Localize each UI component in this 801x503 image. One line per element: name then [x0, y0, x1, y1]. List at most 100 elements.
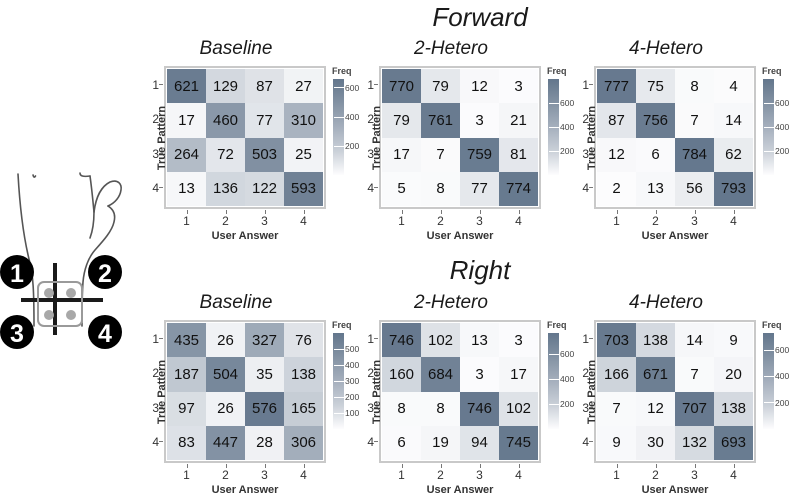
matrix-cell: 75: [636, 69, 675, 104]
matrix-cell: 759: [460, 137, 499, 172]
matrix-cell: 21: [499, 103, 538, 138]
y-tick-label: 2: [152, 112, 163, 127]
matrix-cell: 4: [714, 69, 753, 104]
quadrant-marker-3: 3: [0, 315, 34, 349]
matrix-cell: 13: [636, 171, 675, 206]
matrix-cell: 122: [245, 171, 284, 206]
y-tick-label: 4: [152, 180, 163, 195]
matrix-cell: 6: [382, 425, 421, 460]
x-tick-label: 4: [499, 210, 538, 227]
y-tick-label: 3: [367, 400, 378, 415]
colorbar-tick-label: 400: [548, 374, 575, 385]
x-tick-label: 1: [382, 210, 421, 227]
matrix-cell: 165: [284, 391, 323, 426]
matrix-cell: 8: [421, 171, 460, 206]
matrix-cell: 13: [460, 323, 499, 358]
x-axis-label: User Answer: [641, 230, 709, 242]
matrix-cell: 8: [675, 69, 714, 104]
matrix-cell: 12: [597, 137, 636, 172]
y-tick-label: 3: [152, 146, 163, 161]
x-tick-label: 4: [714, 210, 753, 227]
colorbar-title: Freq: [332, 320, 352, 330]
matrix-cell: 160: [382, 357, 421, 392]
matrix-cell: 26: [206, 391, 245, 426]
button-pad-icon: [37, 281, 83, 327]
colorbar-tick-label: 600: [763, 345, 790, 356]
panel-title: 2-Hetero: [414, 292, 488, 313]
x-axis-label: User Answer: [211, 230, 279, 242]
matrix-cell: 20: [714, 357, 753, 392]
colorbar-tick-label: 600: [548, 349, 575, 360]
matrix-cell: 621: [167, 69, 206, 104]
matrix-cell: 102: [421, 323, 460, 358]
x-tick-label: 2: [421, 464, 460, 481]
y-tick-label: 1: [582, 332, 593, 347]
colorbar-title: Freq: [547, 320, 567, 330]
y-axis-label: True Pattern: [586, 105, 599, 170]
quadrant-marker-2: 2: [88, 255, 122, 289]
colorbar-gradient: [763, 333, 774, 429]
matrix-cell: 2: [597, 171, 636, 206]
y-tick-label: 2: [367, 366, 378, 381]
colorbar-tick-label: 100: [333, 408, 360, 418]
x-tick-label: 4: [499, 464, 538, 481]
y-tick-label: 1: [367, 78, 378, 93]
matrix-cell: 6: [636, 137, 675, 172]
matrix-cell: 3: [499, 323, 538, 358]
matrix-cell: 310: [284, 103, 323, 138]
y-tick-label: 4: [582, 434, 593, 449]
colorbar-tick-label: 400: [763, 122, 790, 132]
svg-text:2: 2: [98, 260, 112, 288]
matrix-cell: 79: [421, 69, 460, 104]
matrix-cell: 777: [597, 69, 636, 104]
matrix-cell: 745: [499, 425, 538, 460]
x-tick-label: 2: [636, 464, 675, 481]
matrix-cell: 8: [421, 391, 460, 426]
x-tick-label: 1: [167, 210, 206, 227]
matrix-cell: 17: [382, 137, 421, 172]
x-tick-label: 3: [675, 464, 714, 481]
panel-title: 4-Hetero: [629, 292, 703, 313]
matrix-cell: 129: [206, 69, 245, 104]
matrix-cell: 35: [245, 357, 284, 392]
x-tick-label: 4: [714, 464, 753, 481]
matrix-cell: 187: [167, 357, 206, 392]
colorbar-title: Freq: [547, 66, 567, 76]
matrix-cell: 8: [382, 391, 421, 426]
matrix-cell: 264: [167, 137, 206, 172]
row-title-right: Right: [449, 255, 511, 285]
y-axis-label: True Pattern: [586, 359, 599, 424]
matrix-cell: 671: [636, 357, 675, 392]
y-axis-label: True Pattern: [371, 359, 384, 424]
matrix-cell: 27: [284, 69, 323, 104]
matrix-cell: 56: [675, 171, 714, 206]
matrix-cell: 94: [460, 425, 499, 460]
matrix-cell: 306: [284, 425, 323, 460]
matrix-cell: 102: [499, 391, 538, 426]
matrix-cell: 7: [675, 357, 714, 392]
quadrant-marker-1: 1: [0, 255, 34, 289]
colorbar-tick-label: 500: [333, 344, 360, 354]
y-tick-label: 4: [367, 434, 378, 449]
colorbar-gradient: [333, 79, 344, 175]
